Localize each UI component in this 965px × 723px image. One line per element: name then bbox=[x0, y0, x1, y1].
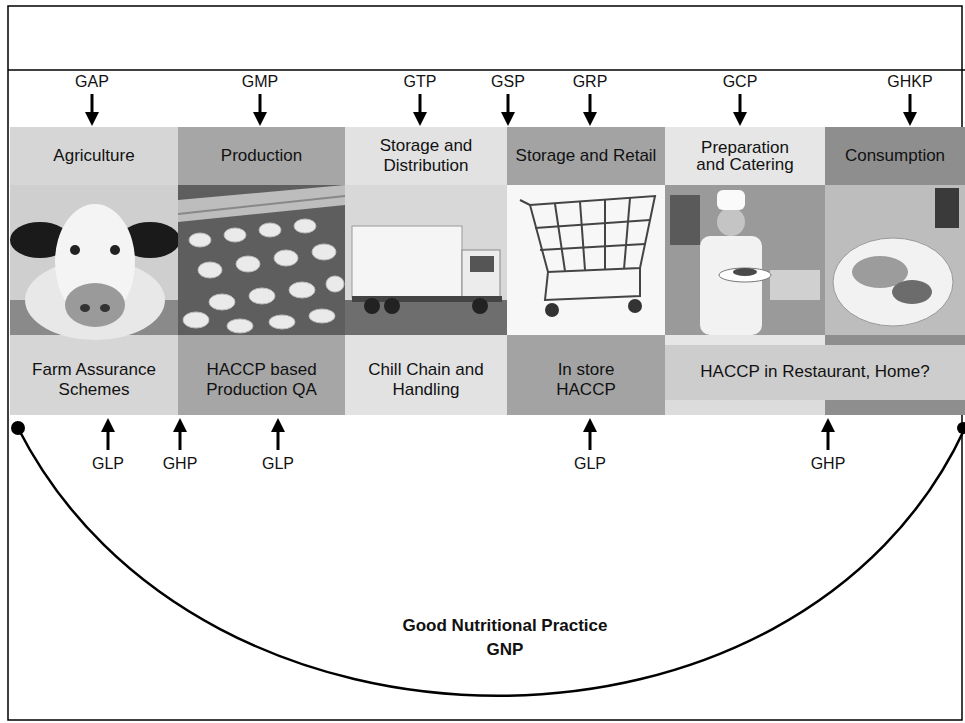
practice-code: GHKP bbox=[887, 73, 932, 91]
control-box: HACCP in Restaurant, Home? bbox=[665, 345, 965, 400]
node-text: HACCP in Restaurant, Home? bbox=[700, 362, 929, 382]
divider-line bbox=[8, 69, 965, 71]
plate-photo bbox=[935, 188, 959, 228]
curve-dot bbox=[11, 421, 25, 435]
gnp-curve bbox=[18, 428, 965, 696]
node-text: Agriculture bbox=[53, 146, 134, 166]
cow-photo bbox=[100, 304, 110, 312]
chef-photo bbox=[670, 195, 700, 245]
chef-photo bbox=[719, 268, 771, 282]
control-box: In store HACCP bbox=[507, 345, 665, 415]
practice-code: GLP bbox=[262, 455, 294, 473]
node-text: Preparation and Catering bbox=[693, 139, 797, 173]
practice-code: GHP bbox=[811, 455, 846, 473]
practice-code: GAP bbox=[75, 73, 109, 91]
node-text: Storage and Retail bbox=[516, 146, 657, 166]
curve-dot bbox=[957, 422, 965, 434]
chef-photo bbox=[665, 185, 825, 335]
practice-code: GLP bbox=[574, 455, 606, 473]
truck-photo bbox=[462, 250, 500, 298]
chef-photo bbox=[770, 270, 820, 300]
truck-photo bbox=[352, 226, 462, 298]
column-ground bbox=[10, 127, 178, 415]
control-box: HACCP based Production QA bbox=[178, 345, 345, 415]
truck-photo bbox=[345, 185, 507, 335]
practice-code: GCP bbox=[723, 73, 758, 91]
production-photo bbox=[178, 185, 345, 335]
node-text: Storage and Distribution bbox=[351, 136, 501, 176]
truck-photo bbox=[470, 256, 494, 272]
stage-header: Preparation and Catering bbox=[665, 127, 825, 185]
cow-photo bbox=[70, 245, 80, 255]
column-ground bbox=[345, 127, 507, 415]
control-box: Farm Assurance Schemes bbox=[10, 345, 178, 415]
gnp-title: Good Nutritional Practice bbox=[403, 616, 608, 636]
production-photo bbox=[183, 219, 344, 333]
cart-photo bbox=[507, 185, 665, 335]
practice-code: GRP bbox=[573, 73, 608, 91]
cow-photo bbox=[110, 245, 120, 255]
production-photo bbox=[178, 185, 345, 222]
node-text: Consumption bbox=[845, 146, 945, 166]
plate-photo bbox=[833, 238, 953, 326]
stage-header: Agriculture bbox=[10, 127, 178, 185]
stage-header: Storage and Distribution bbox=[345, 127, 507, 185]
frame bbox=[8, 6, 962, 720]
column-ground bbox=[178, 127, 345, 415]
gnp-title: GNP bbox=[487, 640, 524, 660]
control-box: Chill Chain and Handling bbox=[345, 345, 507, 415]
stage-header: Consumption bbox=[825, 127, 965, 185]
column-ground bbox=[665, 400, 825, 415]
node-text: Chill Chain and Handling bbox=[351, 360, 501, 400]
truck-photo bbox=[384, 298, 400, 314]
stage-header: Production bbox=[178, 127, 345, 185]
up-arrow bbox=[101, 418, 835, 450]
practice-code: GHP bbox=[163, 455, 198, 473]
node-text: Production bbox=[221, 146, 302, 166]
truck-photo bbox=[364, 298, 380, 314]
production-photo bbox=[178, 196, 345, 214]
practice-code: GTP bbox=[404, 73, 437, 91]
plate-photo bbox=[892, 280, 932, 304]
chef-photo bbox=[700, 236, 762, 335]
cow-photo bbox=[80, 304, 90, 312]
column-ground bbox=[507, 127, 665, 415]
chef-photo bbox=[733, 268, 757, 276]
stage-header: Storage and Retail bbox=[507, 127, 665, 185]
node-text: In store HACCP bbox=[541, 360, 631, 400]
practice-code: GMP bbox=[242, 73, 278, 91]
practice-code: GSP bbox=[491, 73, 525, 91]
cart-photo bbox=[545, 303, 559, 317]
practice-code: GLP bbox=[92, 455, 124, 473]
node-text: HACCP based Production QA bbox=[184, 360, 339, 400]
chef-photo bbox=[717, 208, 745, 236]
cow-photo bbox=[65, 283, 125, 327]
cart-photo bbox=[628, 299, 642, 313]
cart-photo bbox=[520, 196, 655, 300]
plate-photo bbox=[825, 185, 965, 335]
chef-photo bbox=[717, 190, 745, 210]
truck-photo bbox=[472, 298, 488, 314]
down-arrow bbox=[85, 94, 917, 126]
node-text: Farm Assurance Schemes bbox=[16, 360, 172, 400]
